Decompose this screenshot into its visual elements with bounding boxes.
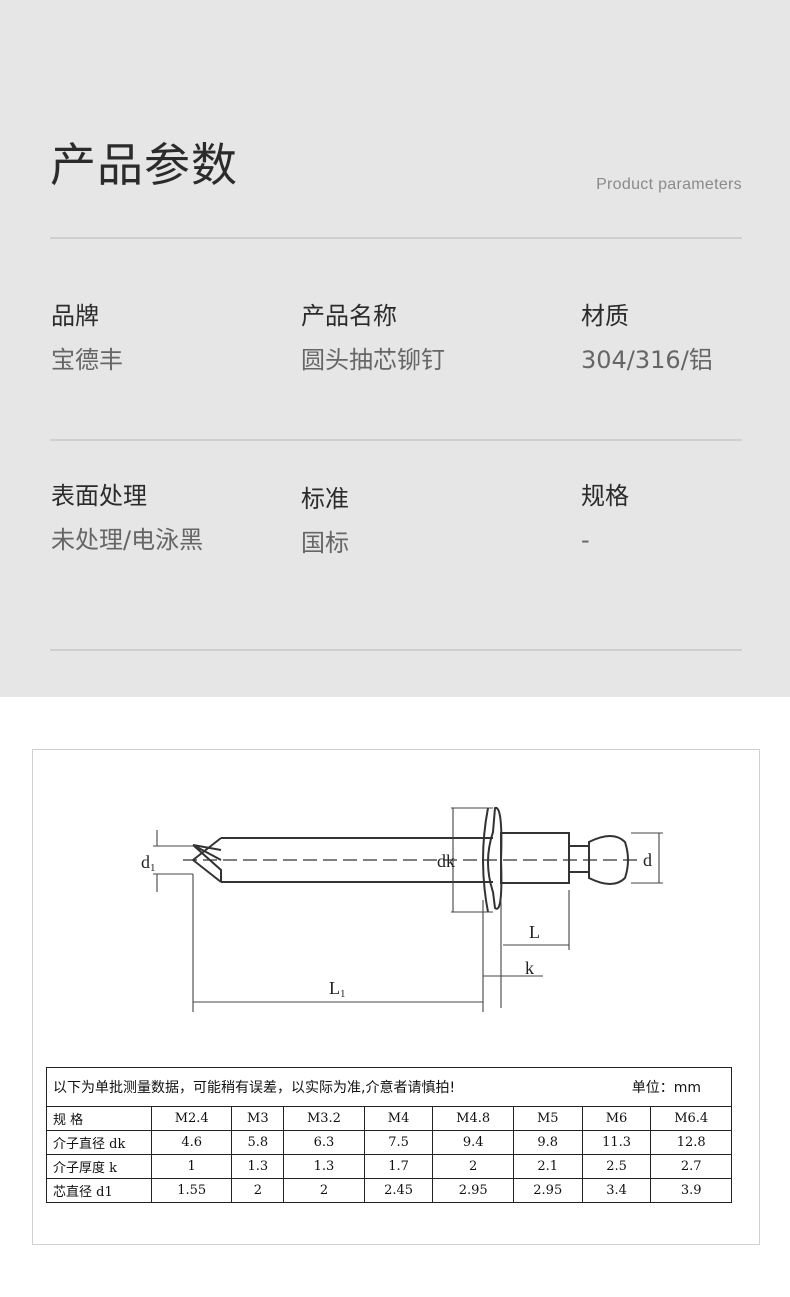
table-cell: 9.4 (432, 1130, 514, 1155)
table-note-row: 以下为单批测量数据，可能稍有误差，以实际为准,介意者请慎拍! 单位：mm (46, 1067, 732, 1107)
table-header-cell: M4 (363, 1106, 434, 1131)
param-product-name: 产品名称 圆头抽芯铆钉 (301, 304, 445, 372)
param-brand: 品牌 宝德丰 (51, 304, 123, 372)
table-cell: 1.3 (231, 1154, 285, 1179)
param-label: 表面处理 (51, 482, 147, 510)
rivet-technical-drawing: d1 dk d L k L1 (141, 806, 663, 1012)
page-subtitle: Product parameters (596, 176, 742, 193)
table-cell: 11.3 (581, 1130, 652, 1155)
table-cell: 1.55 (150, 1178, 233, 1203)
table-cell: 5.8 (231, 1130, 285, 1155)
table-cell: 1.3 (283, 1154, 365, 1179)
table-row-label: 介子直径 dk (46, 1130, 152, 1155)
table-cell: 1.7 (363, 1154, 434, 1179)
param-label: 标准 (301, 485, 349, 513)
dim-label-dk: dk (437, 851, 455, 871)
parameters-panel: 产品参数 Product parameters 品牌 宝德丰 产品名称 圆头抽芯… (0, 0, 790, 697)
table-cell: 2.95 (512, 1178, 583, 1203)
table-row-label: 规 格 (46, 1106, 152, 1131)
table-cell: 2 (283, 1178, 365, 1203)
table-header-cell: M5 (512, 1106, 583, 1131)
table-row-label: 芯直径 d1 (46, 1178, 152, 1203)
table-cell: 3.9 (650, 1178, 732, 1203)
dim-label-d: d (643, 850, 652, 870)
table-cell: 4.6 (150, 1130, 233, 1155)
table-cell: 2.95 (432, 1178, 514, 1203)
table-row: 介子厚度 k 1 1.3 1.3 1.7 2 2.1 2.5 2.7 (46, 1154, 732, 1179)
table-row: 芯直径 d1 1.55 2 2 2.45 2.95 2.95 3.4 3.9 (46, 1178, 732, 1203)
table-cell: 3.4 (581, 1178, 652, 1203)
param-label: 产品名称 (301, 302, 397, 330)
table-cell: 2.45 (363, 1178, 434, 1203)
table-note: 以下为单批测量数据，可能稍有误差，以实际为准,介意者请慎拍! 单位：mm (46, 1067, 732, 1107)
dim-label-L1: L1 (329, 978, 346, 1000)
param-material: 材质 304/316/铝 (581, 304, 713, 372)
table-header-cell: M4.8 (432, 1106, 514, 1131)
param-value: 圆头抽芯铆钉 (301, 346, 445, 374)
table-header-cell: M2.4 (150, 1106, 233, 1131)
table-cell: 2.7 (650, 1154, 732, 1179)
table-cell: 2.1 (512, 1154, 583, 1179)
table-cell: 2 (432, 1154, 514, 1179)
table-cell: 9.8 (512, 1130, 583, 1155)
table-row-label: 介子厚度 k (46, 1154, 152, 1179)
page-title: 产品参数 (50, 138, 238, 192)
param-label: 材质 (581, 302, 629, 330)
param-standard: 标准 国标 (301, 487, 349, 555)
table-cell: 1 (150, 1154, 233, 1179)
param-label: 品牌 (51, 302, 99, 330)
table-header-cell: M3 (231, 1106, 285, 1131)
divider (50, 439, 742, 441)
rivet-spec-figure: d1 dk d L k L1 以下为单批测量数据，可能稍有误差，以实际为准,介意… (32, 749, 760, 1245)
spec-table: 以下为单批测量数据，可能稍有误差，以实际为准,介意者请慎拍! 单位：mm 规 格… (46, 1067, 732, 1203)
table-header-cell: M3.2 (283, 1106, 365, 1131)
dim-label-L: L (529, 922, 540, 942)
dim-label-k: k (525, 958, 534, 978)
note-text: 以下为单批测量数据，可能稍有误差，以实际为准,介意者请慎拍! (53, 1080, 456, 1096)
param-value: 国标 (301, 529, 349, 557)
param-value: - (581, 526, 590, 554)
dim-label-d1: d1 (141, 852, 156, 874)
table-header-cell: M6.4 (650, 1106, 732, 1131)
param-value: 未处理/电泳黑 (51, 526, 204, 554)
param-label: 规格 (581, 482, 629, 510)
table-header-cell: M6 (581, 1106, 652, 1131)
table-row: 介子直径 dk 4.6 5.8 6.3 7.5 9.4 9.8 11.3 12.… (46, 1130, 732, 1155)
param-value: 宝德丰 (51, 346, 123, 374)
param-value: 304/316/铝 (581, 346, 713, 374)
unit-label: 单位：mm (631, 1080, 701, 1096)
divider (50, 649, 742, 651)
table-cell: 6.3 (283, 1130, 365, 1155)
table-header-row: 规 格 M2.4 M3 M3.2 M4 M4.8 M5 M6 M6.4 (46, 1106, 732, 1131)
table-cell: 2 (231, 1178, 285, 1203)
param-surface-treatment: 表面处理 未处理/电泳黑 (51, 484, 203, 552)
table-cell: 2.5 (581, 1154, 652, 1179)
param-specification: 规格 - (581, 484, 629, 552)
table-cell: 12.8 (650, 1130, 732, 1155)
divider (50, 237, 742, 239)
table-cell: 7.5 (363, 1130, 434, 1155)
